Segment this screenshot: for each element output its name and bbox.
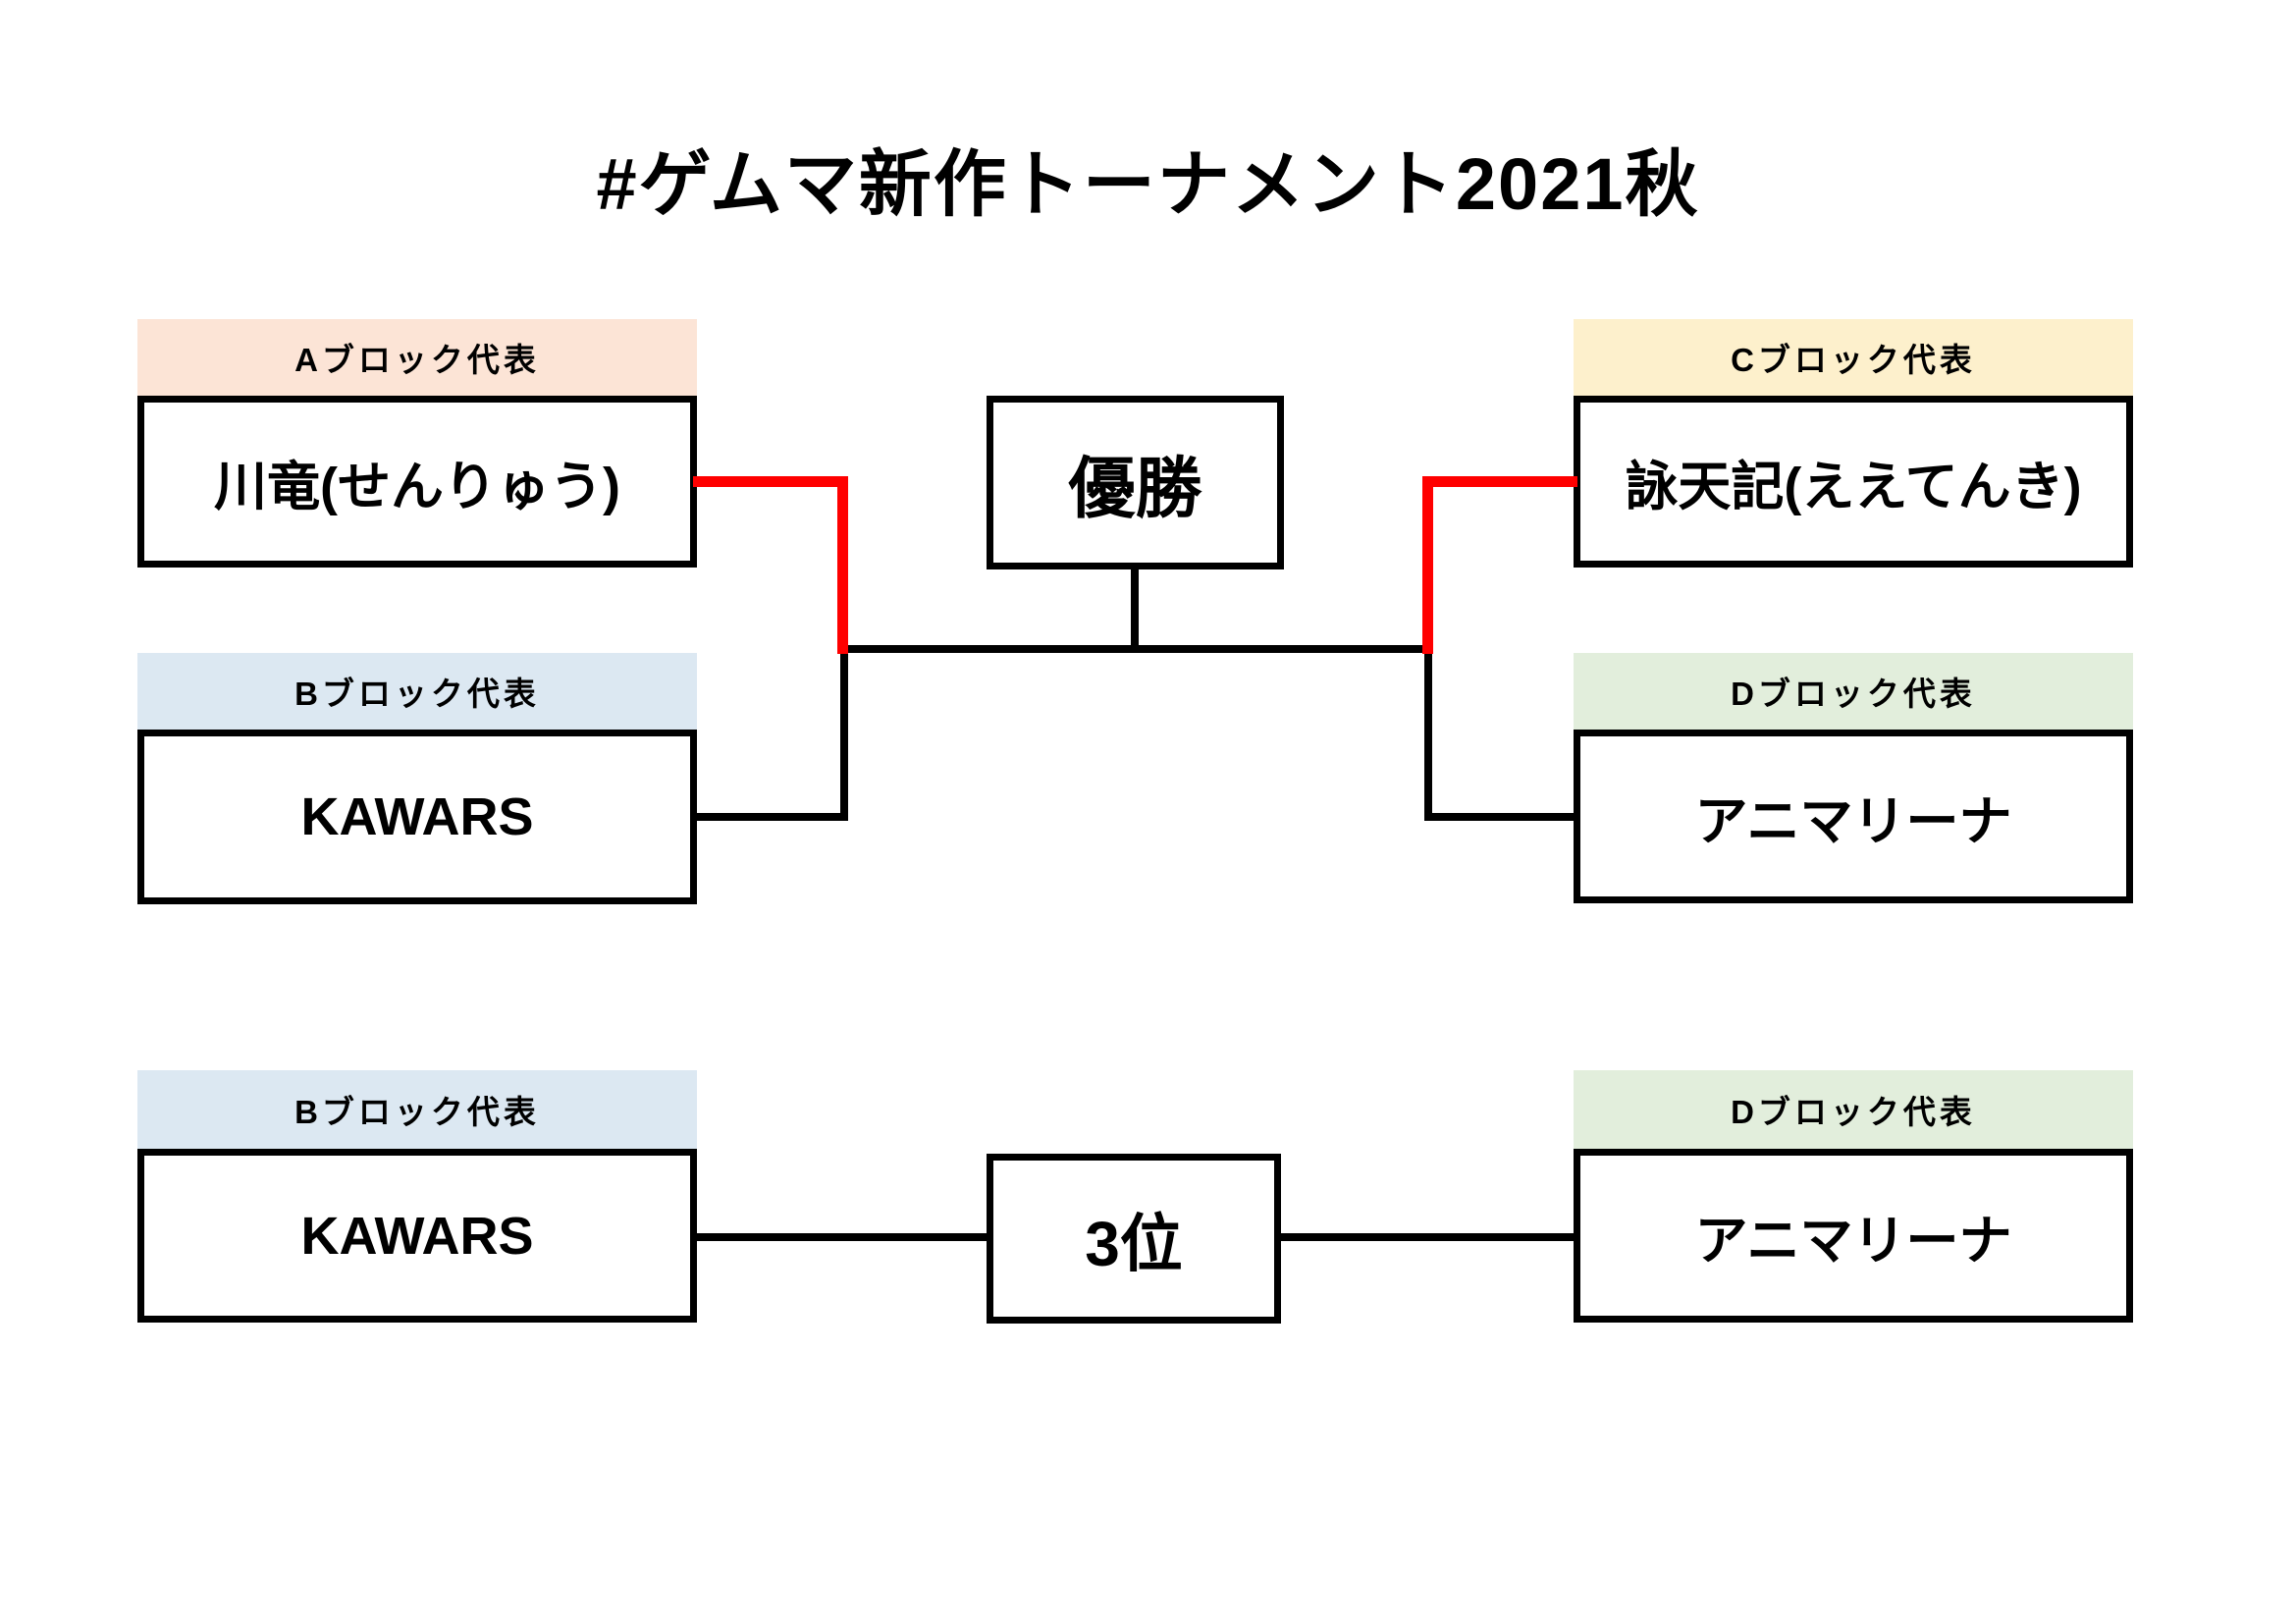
winner-path-right-horizontal — [1422, 476, 1577, 487]
winner-path-left-vertical — [837, 476, 848, 654]
block-c-label: Cブロック代表 — [1731, 342, 1976, 378]
champion-label: 優勝 — [1068, 452, 1202, 526]
entrant-box-b: KAWARS — [137, 730, 697, 904]
entrant-box-a: 川竜(せんりゅう) — [137, 396, 697, 568]
third-block-b-header: Bブロック代表 — [137, 1070, 697, 1149]
block-a-header: Aブロック代表 — [137, 319, 697, 396]
winner-path-right-vertical — [1422, 476, 1433, 654]
entrant-name-d: アニマリーナ — [1694, 792, 2012, 851]
entrant-name-b: KAWARS — [300, 787, 534, 846]
third-block-d-header: Dブロック代表 — [1574, 1070, 2133, 1149]
entrant-name-c: 詠天記(ええてんき) — [1625, 458, 2082, 516]
connector-right-horizontal — [1424, 813, 1577, 821]
connector-right-vertical — [1424, 645, 1432, 821]
third-place-box: 3位 — [987, 1154, 1281, 1324]
champion-box: 優勝 — [987, 396, 1284, 569]
connector-left-vertical — [840, 645, 848, 821]
connector-third-left — [693, 1233, 990, 1241]
block-a-label: Aブロック代表 — [294, 342, 540, 378]
third-entrant-box-b: KAWARS — [137, 1149, 697, 1323]
block-b-label: Bブロック代表 — [294, 676, 540, 712]
connector-third-right — [1277, 1233, 1577, 1241]
third-entrant-name-b: KAWARS — [300, 1206, 534, 1266]
third-block-b-label: Bブロック代表 — [294, 1094, 540, 1130]
block-b-header: Bブロック代表 — [137, 653, 697, 730]
third-place-label: 3位 — [1085, 1208, 1183, 1279]
entrant-name-a: 川竜(せんりゅう) — [214, 458, 620, 516]
third-block-d-label: Dブロック代表 — [1731, 1094, 1976, 1130]
block-c-header: Cブロック代表 — [1574, 319, 2133, 396]
connector-champion-stem — [1131, 568, 1139, 653]
tournament-title: #ゲムマ新作トーナメント2021秋 — [596, 143, 1700, 225]
third-entrant-box-d: アニマリーナ — [1574, 1149, 2133, 1323]
third-entrant-name-d: アニマリーナ — [1694, 1212, 2012, 1271]
winner-path-left-horizontal — [693, 476, 848, 487]
block-d-label: Dブロック代表 — [1731, 676, 1976, 712]
connector-left-horizontal — [693, 813, 848, 821]
entrant-box-d: アニマリーナ — [1574, 730, 2133, 903]
entrant-box-c: 詠天記(ええてんき) — [1574, 396, 2133, 568]
block-d-header: Dブロック代表 — [1574, 653, 2133, 730]
